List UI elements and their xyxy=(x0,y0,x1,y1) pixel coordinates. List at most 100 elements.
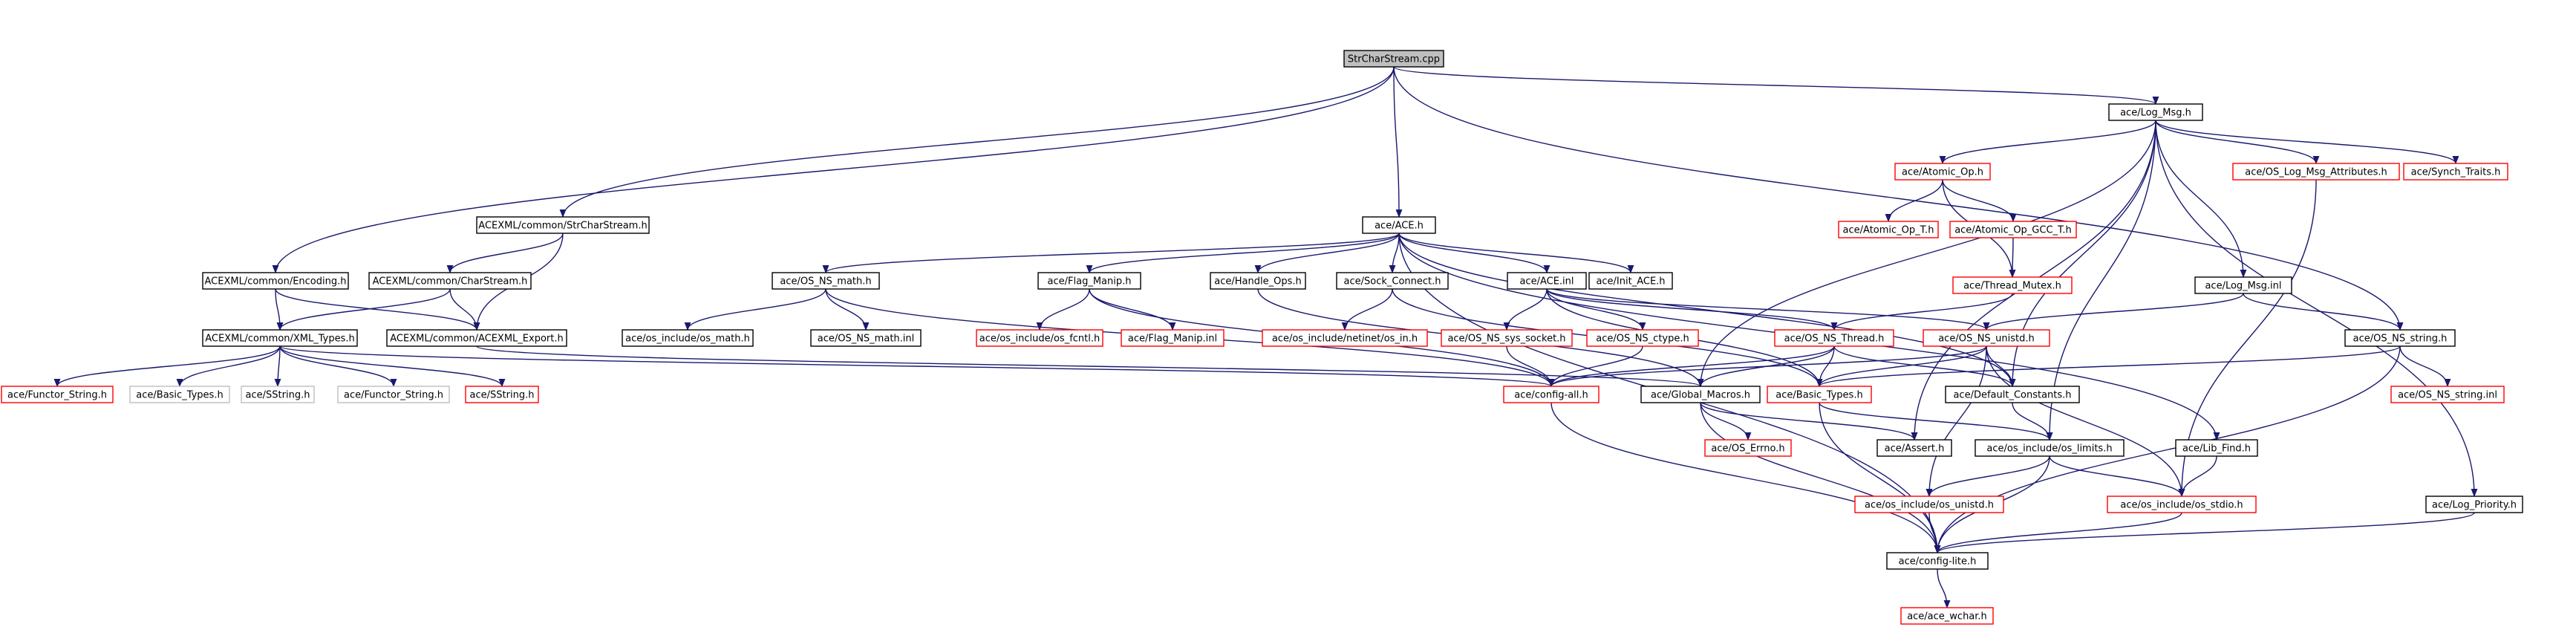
node-box xyxy=(810,329,922,347)
node-box xyxy=(1441,329,1573,347)
node-box xyxy=(2194,276,2292,294)
node-box xyxy=(1704,439,1792,457)
graph-node-config-all[interactable]: ace/config-all.h xyxy=(1503,386,1600,403)
graph-node-ace-wchar[interactable]: ace/ace_wchar.h xyxy=(1900,607,1994,625)
graph-node-ace-assert[interactable]: ace/Assert.h xyxy=(1876,439,1952,457)
graph-node-os-limits[interactable]: ace/os_include/os_limits.h xyxy=(1975,439,2125,457)
node-box xyxy=(1210,272,1306,290)
graph-node-flag-manip-h[interactable]: ace/Flag_Manip.h xyxy=(1037,272,1141,290)
graph-node-default-constants[interactable]: ace/Default_Constants.h xyxy=(1945,386,2080,403)
graph-node-basic-types-gray[interactable]: ace/Basic_Types.h xyxy=(129,386,230,403)
node-box xyxy=(2107,496,2257,513)
edge-acexml_types-to-sstring_gray xyxy=(274,345,281,388)
node-box xyxy=(1507,272,1587,290)
node-box xyxy=(1336,272,1449,290)
graph-node-netinet-in[interactable]: ace/os_include/netinet/os_in.h xyxy=(1262,329,1428,347)
graph-node-logmsg-h[interactable]: ace/Log_Msg.h xyxy=(2108,103,2203,121)
node-label: ace/os_include/os_stdio.h xyxy=(2120,500,2243,511)
node-box xyxy=(1975,439,2125,457)
graph-node-atomic-op-h[interactable]: ace/Atomic_Op.h xyxy=(1894,163,1991,181)
graph-node-os-stdio[interactable]: ace/os_include/os_stdio.h xyxy=(2107,496,2257,513)
edge-os_ns_string_h-to-basic_types xyxy=(1816,345,2401,388)
graph-node-os-ns-string-inl[interactable]: ace/OS_NS_string.inl xyxy=(2390,386,2505,403)
node-box xyxy=(1838,221,1939,238)
edge-ace_inl-to-os_ns_thread xyxy=(1546,288,1838,331)
graph-node-functor-string[interactable]: ace/Functor_String.h xyxy=(1,386,114,403)
graph-node-config-lite[interactable]: ace/config-lite.h xyxy=(1886,552,1989,570)
graph-node-acexml-export[interactable]: ACEXML/common/ACEXML_Export.h xyxy=(386,329,567,347)
edge-acexml_charstream-to-acexml_export xyxy=(449,288,480,331)
graph-node-functor-string-gray[interactable]: ace/Functor_String.h xyxy=(337,386,450,403)
node-box xyxy=(2175,439,2258,457)
graph-node-acexml-enc[interactable]: ACEXML/common/Encoding.h xyxy=(202,272,349,290)
edge-thread_mutex-to-os_ns_thread xyxy=(1830,293,2013,331)
node-box xyxy=(772,272,880,290)
graph-node-synch-traits[interactable]: ace/Synch_Traits.h xyxy=(2403,163,2508,181)
edge-logmsg_h-to-os_limits xyxy=(2046,120,2156,441)
graph-node-os-ns-math-inl[interactable]: ace/OS_NS_math.inl xyxy=(810,329,922,347)
node-label: ace/ACE.h xyxy=(1375,221,1424,232)
graph-node-init-ace[interactable]: ace/Init_ACE.h xyxy=(1588,272,1673,290)
edge-logmsg_h-to-synch_traits xyxy=(2155,120,2459,165)
graph-node-atomic-op-t[interactable]: ace/Atomic_Op_T.h xyxy=(1838,221,1939,238)
graph-node-sock-connect[interactable]: ace/Sock_Connect.h xyxy=(1336,272,1449,290)
node-label: ace/Atomic_Op.h xyxy=(1902,167,1983,178)
graph-node-os-math-h[interactable]: ace/os_include/os_math.h xyxy=(622,329,754,347)
graph-node-sstring-gray[interactable]: ace/SString.h xyxy=(241,386,315,403)
node-box xyxy=(2232,163,2400,181)
graph-node-thread-mutex[interactable]: ace/Thread_Mutex.h xyxy=(1952,276,2073,294)
node-label: ace/Basic_Types.h xyxy=(136,390,223,401)
graph-node-os-ns-math-h[interactable]: ace/OS_NS_math.h xyxy=(772,272,880,290)
edge-logmsg_h-to-log_priority xyxy=(2155,120,2478,498)
graph-node-os-ns-ctype[interactable]: ace/OS_NS_ctype.h xyxy=(1586,329,1699,347)
edge-flag_manip_h-to-flag_manip_inl xyxy=(1089,288,1176,331)
node-box xyxy=(2390,386,2505,403)
edge-lib_find-to-os_stdio xyxy=(2178,455,2217,498)
edge-basic_types-to-config_lite xyxy=(1819,402,1941,554)
node-layer: StrCharStream.cppace/Log_Msg.hACEXML/com… xyxy=(1,50,2523,625)
node-box xyxy=(1,386,114,403)
graph-node-handle-ops[interactable]: ace/Handle_Ops.h xyxy=(1210,272,1306,290)
edge-ace_h-to-default_constants xyxy=(1398,233,2016,388)
graph-node-log-priority[interactable]: ace/Log_Priority.h xyxy=(2425,496,2523,513)
edge-config_all-to-config_lite xyxy=(1551,402,1941,554)
graph-node-ace-inl[interactable]: ace/ACE.inl xyxy=(1507,272,1587,290)
node-box xyxy=(1121,329,1225,347)
edge-ace_inl-to-sys_socket xyxy=(1503,288,1548,331)
edge-logmsg_h-to-global_macros xyxy=(1697,120,2156,388)
graph-node-acexml-types[interactable]: ACEXML/common/XML_Types.h xyxy=(202,329,358,347)
edge-os_ns_math_h-to-os_math_h xyxy=(684,288,826,331)
edge-root-to-acexml_enc xyxy=(272,66,1395,274)
graph-node-os-errno[interactable]: ace/OS_Errno.h xyxy=(1704,439,1792,457)
graph-node-log-msg-inl[interactable]: ace/Log_Msg.inl xyxy=(2194,276,2292,294)
edge-config_lite-to-ace_wchar xyxy=(1937,568,1951,609)
edge-global_macros-to-config_lite xyxy=(1700,402,1941,554)
node-label: ace/OS_Log_Msg_Attributes.h xyxy=(2245,167,2387,178)
graph-node-os-fcntl[interactable]: ace/os_include/os_fcntl.h xyxy=(976,329,1103,347)
graph-node-basic-types[interactable]: ace/Basic_Types.h xyxy=(1767,386,1872,403)
graph-node-os-unistd[interactable]: ace/os_include/os_unistd.h xyxy=(1854,496,2004,513)
edge-ace_h-to-init_ace xyxy=(1398,233,1634,274)
graph-node-atomic-op-gcc[interactable]: ace/Atomic_Op_GCC_T.h xyxy=(1949,221,2077,238)
edge-logmsg_h-to-atomic_op_h xyxy=(1939,120,2156,165)
graph-node-os-ns-unistd[interactable]: ace/OS_NS_unistd.h xyxy=(1923,329,2050,347)
edge-acexml_charstream-to-acexml_types xyxy=(276,288,451,331)
graph-node-global-macros[interactable]: ace/Global_Macros.h xyxy=(1640,386,1761,403)
edge-os_ns_unistd-to-basic_types xyxy=(1816,345,1987,388)
graph-node-ace-h[interactable]: ace/ACE.h xyxy=(1362,216,1436,234)
node-label: ace/os_include/os_limits.h xyxy=(1986,444,2112,455)
edge-acexml_types-to-functor_string xyxy=(53,345,281,388)
node-label: ace/Basic_Types.h xyxy=(1776,390,1862,401)
graph-node-log-msg-attr[interactable]: ace/OS_Log_Msg_Attributes.h xyxy=(2232,163,2400,181)
graph-node-os-ns-string-h[interactable]: ace/OS_NS_string.h xyxy=(2344,329,2456,347)
graph-node-acexml-charstream[interactable]: ACEXML/common/CharStream.h xyxy=(368,272,532,290)
edge-acexml_enc-to-acexml_export xyxy=(275,288,480,331)
graph-node-sstring[interactable]: ace/SString.h xyxy=(465,386,539,403)
edge-os_ns_unistd-to-os_unistd xyxy=(1926,345,1987,498)
graph-node-sys-socket[interactable]: ace/OS_NS_sys_socket.h xyxy=(1441,329,1573,347)
graph-node-acexml-strchar[interactable]: ACEXML/common/StrCharStream.h xyxy=(476,216,650,234)
node-label: ace/os_include/netinet/os_in.h xyxy=(1272,334,1418,345)
graph-node-lib-find[interactable]: ace/Lib_Find.h xyxy=(2175,439,2258,457)
graph-node-flag-manip-inl[interactable]: ace/Flag_Manip.inl xyxy=(1121,329,1225,347)
graph-node-os-ns-thread[interactable]: ace/OS_NS_Thread.h xyxy=(1774,329,1894,347)
